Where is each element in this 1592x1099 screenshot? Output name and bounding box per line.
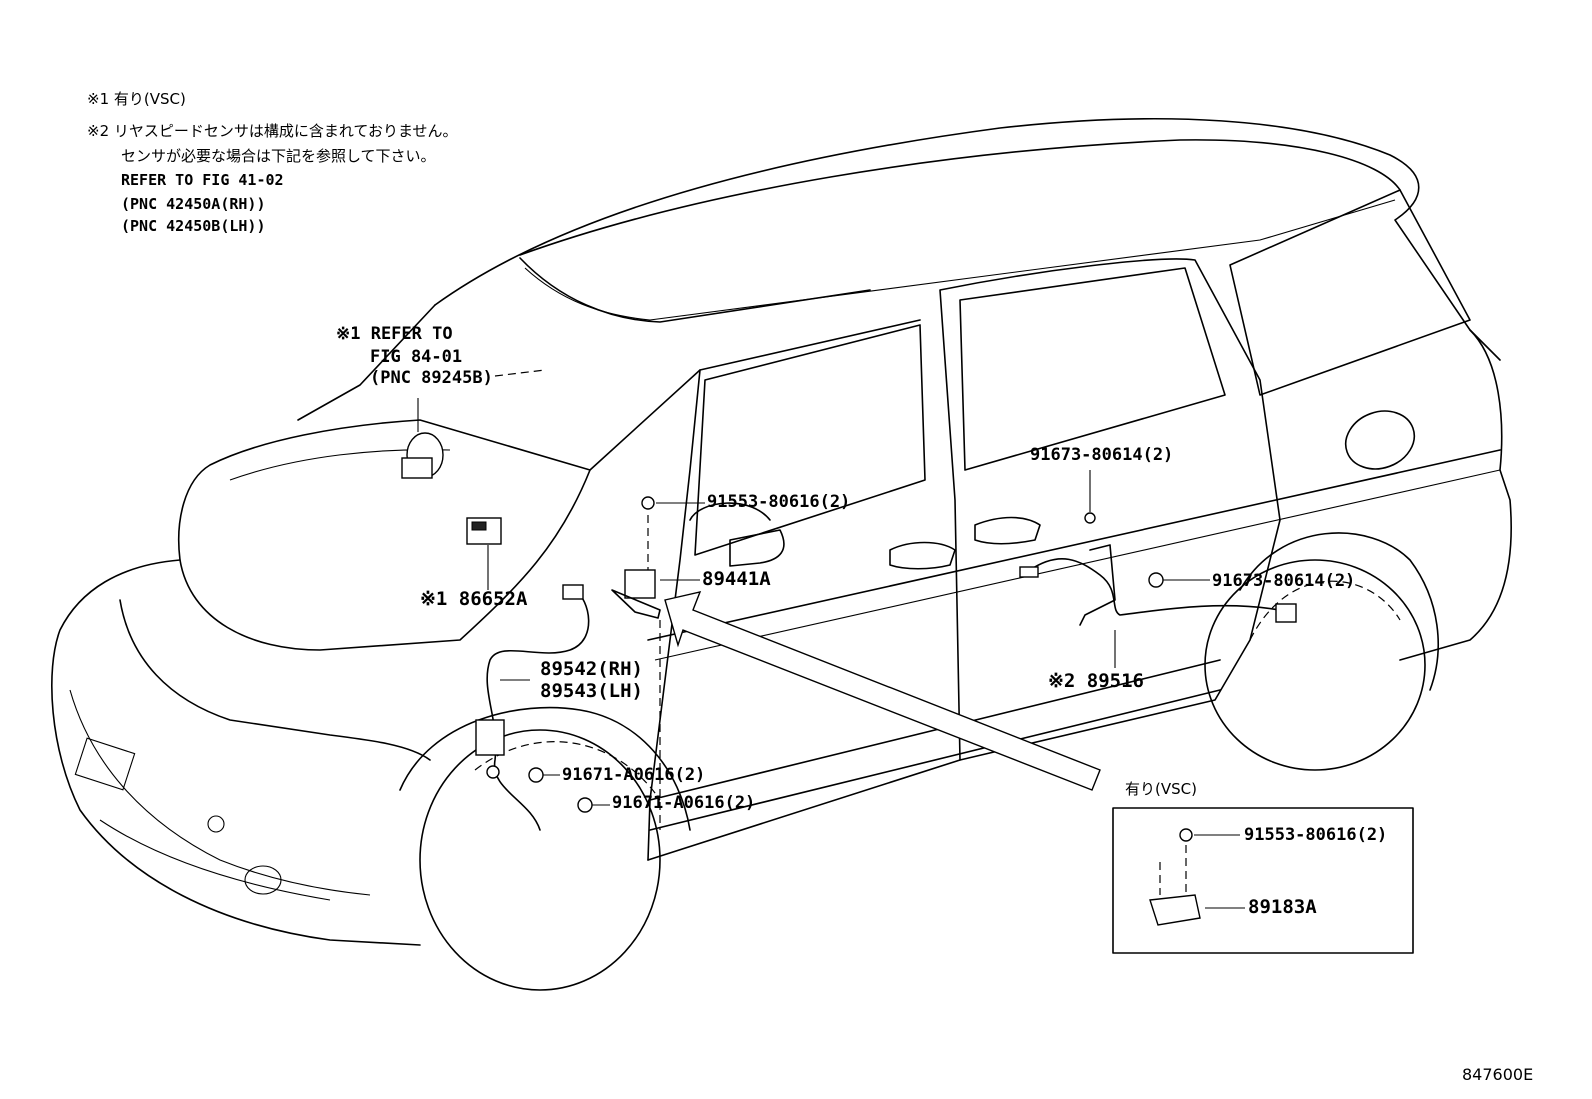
roof-rail	[519, 139, 1401, 256]
callout-91673-right: 91673-80614(2)	[1212, 571, 1356, 591]
callout-refer-line1: ※1 REFER TO	[336, 324, 453, 344]
callout-89516: ※2 89516	[1048, 670, 1144, 692]
fuel-lid	[1344, 410, 1416, 470]
rocker	[649, 659, 1221, 801]
callout-91671-a: 91671-A0616(2)	[562, 765, 706, 785]
yaw-rate-sensor-part	[401, 369, 546, 479]
bolt-91553	[641, 496, 705, 510]
part-89441A-bracket	[611, 515, 700, 619]
inset-box	[1112, 807, 1414, 954]
roof-outline	[434, 117, 1501, 361]
rear-wheel-arch	[1239, 532, 1439, 691]
front-wheel	[419, 729, 661, 991]
rear-body	[1399, 329, 1513, 661]
note-pnc-lh: (PNC 42450B(LH))	[121, 217, 266, 235]
rear-speed-sensor-harness	[1019, 470, 1297, 668]
direction-arrow	[664, 591, 1101, 791]
door-handle-rear	[974, 516, 1041, 545]
callout-91553-top: 91553-80616(2)	[707, 492, 851, 512]
part-86652A-module	[466, 517, 502, 590]
front-speed-sensor-harness	[475, 584, 661, 831]
note-vsc: ※1 有り(VSC)	[87, 90, 186, 108]
inset-title: 有り(VSC)	[1125, 780, 1197, 798]
front-fascia	[51, 559, 421, 946]
rear-wheel	[1204, 559, 1426, 771]
callout-91673-top: 91673-80614(2)	[1030, 445, 1174, 465]
callout-89543: 89543(LH)	[540, 680, 643, 702]
callout-89542: 89542(RH)	[540, 658, 643, 680]
note-pnc-rh: (PNC 42450A(RH))	[121, 195, 266, 213]
note-refer-fig: REFER TO FIG 41-02	[121, 171, 284, 189]
sliding-door	[939, 258, 1281, 761]
door-handle-front	[889, 541, 956, 570]
figure-code: 847600E	[1462, 1065, 1534, 1084]
note-rear-sensor-2: センサが必要な場合は下記を参照して下さい。	[121, 147, 436, 165]
inset-callout-91553: 91553-80616(2)	[1244, 825, 1388, 845]
front-wheel-arch	[399, 706, 691, 831]
front-window	[694, 324, 926, 556]
inset-callout-89183A: 89183A	[1248, 896, 1317, 918]
windshield	[297, 257, 871, 421]
note-rear-sensor: ※2 リヤスピードセンサは構成に含まれておりません。	[87, 122, 458, 140]
callout-89441A: 89441A	[702, 568, 771, 590]
quarter-window	[1229, 189, 1471, 396]
hood	[177, 419, 591, 651]
callout-refer-line2: FIG 84-01	[370, 347, 463, 367]
callout-86652A: ※1 86652A	[420, 588, 528, 610]
part-89183A-sensor	[1149, 828, 1245, 926]
mirror	[729, 529, 785, 567]
callout-91671-b: 91671-A0616(2)	[612, 793, 756, 813]
callout-refer-line3: (PNC 89245B)	[370, 368, 493, 388]
rear-window	[959, 267, 1226, 471]
